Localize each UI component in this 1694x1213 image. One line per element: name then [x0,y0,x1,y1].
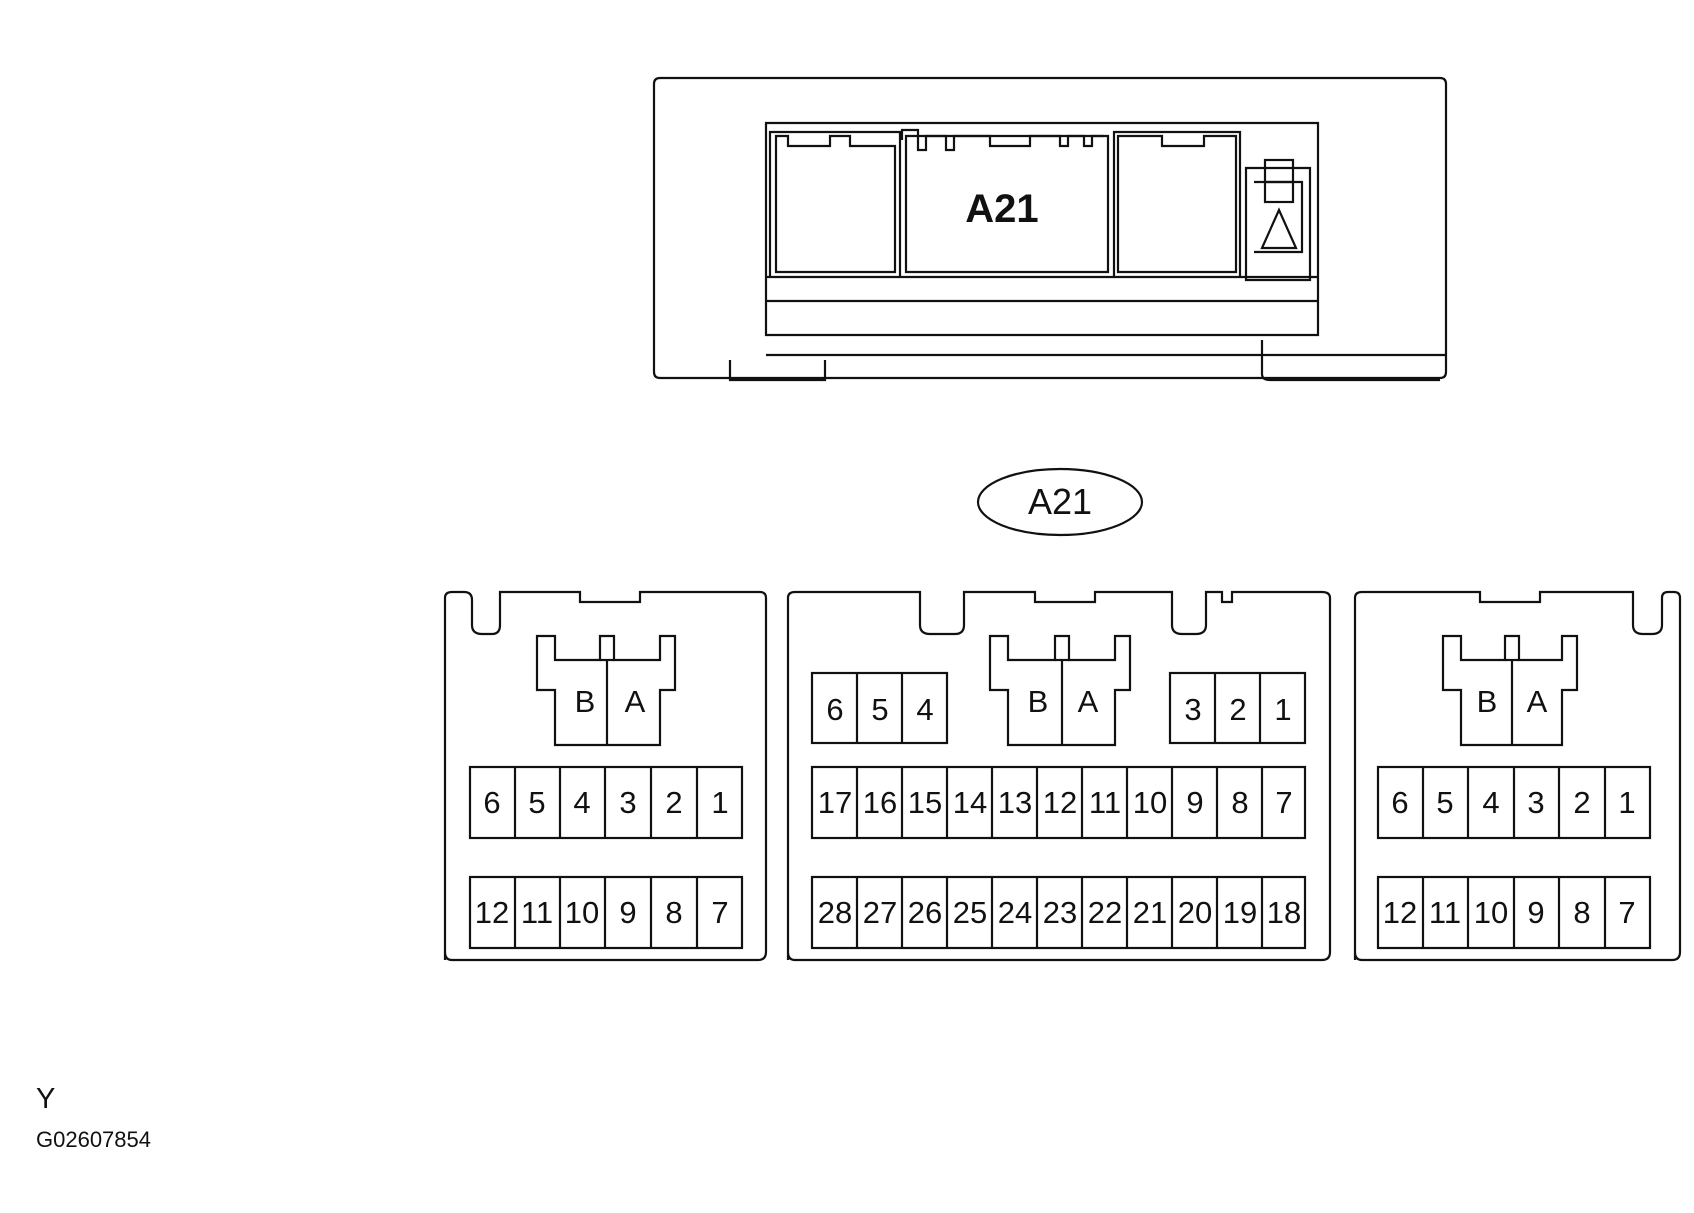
left-row2-pin: 12 [475,895,509,930]
center-row1-pin: 12 [1043,785,1077,820]
left-row2-pin: 8 [665,895,682,930]
center-top-pin: 4 [916,692,933,727]
left-row1-pin: 2 [665,785,682,820]
left-row1-pin: 1 [711,785,728,820]
right-row2-pin: 7 [1618,895,1635,930]
callout-label: A21 [1028,481,1092,522]
ecu-housing [652,76,1448,382]
left-row1-pin: 3 [619,785,636,820]
left-row1-pin: 5 [528,785,545,820]
callout-ellipse [976,467,1144,537]
center-row1-pin: 10 [1133,785,1167,820]
center-top-pin: 5 [871,692,888,727]
center-row2-pin: 26 [908,895,942,930]
center-row1-pin: 17 [818,785,852,820]
left-row2-pin: 9 [619,895,636,930]
center-row2-pin: 24 [998,895,1032,930]
center-row1-pin: 7 [1275,785,1292,820]
center-top-pin: 1 [1274,692,1291,727]
housing-label: A21 [965,187,1038,231]
center-row2-pin: 22 [1088,895,1122,930]
center-row1-pin: 13 [998,785,1032,820]
right-row2: 12 11 10 9 8 7 [1383,895,1636,930]
right-row1-pin: 6 [1391,785,1408,820]
right-pin-B: B [1477,684,1498,719]
right-row1-pin: 4 [1482,785,1499,820]
center-row2-pin: 25 [953,895,987,930]
center-row2: 28 27 26 25 24 23 22 21 20 19 18 [818,895,1301,930]
center-row1-pin: 16 [863,785,897,820]
right-connector-block [1353,590,1682,962]
center-row1: 17 16 15 14 13 12 11 10 9 8 7 [818,785,1293,820]
right-row2-pin: 11 [1429,895,1461,930]
right-row2-pin: 10 [1474,895,1508,930]
center-row2-pin: 20 [1178,895,1212,930]
left-row2-pin: 7 [711,895,728,930]
center-connector-block [786,590,1332,962]
center-row2-pin: 28 [818,895,852,930]
left-pin-B: B [575,684,596,719]
center-top-pin: 3 [1184,692,1201,727]
center-row2-pin: 23 [1043,895,1077,930]
right-row1-pin: 5 [1436,785,1453,820]
center-top-right: 3 2 1 [1184,692,1291,727]
right-row2-pin: 8 [1573,895,1590,930]
left-row2-pin: 11 [521,895,553,930]
center-row1-pin: 14 [953,785,987,820]
left-connector-block [443,590,768,962]
center-top-pin: 2 [1229,692,1246,727]
center-row1-pin: 15 [908,785,942,820]
right-row1: 6 5 4 3 2 1 [1391,785,1635,820]
right-row1-pin: 2 [1573,785,1590,820]
left-row1-pin: 4 [573,785,590,820]
center-row1-pin: 11 [1089,785,1121,820]
center-top-left: 6 5 4 [826,692,933,727]
center-row2-pin: 18 [1267,895,1301,930]
left-row2: 12 11 10 9 8 7 [475,895,729,930]
center-row2-pin: 19 [1223,895,1257,930]
left-row1-pin: 6 [483,785,500,820]
corner-code-label: Y [36,1083,56,1115]
right-pin-A: A [1527,684,1548,719]
left-pin-A: A [625,684,646,719]
right-row1-pin: 3 [1527,785,1544,820]
center-top-pin: 6 [826,692,843,727]
left-row1: 6 5 4 3 2 1 [483,785,728,820]
center-pin-A: A [1078,684,1099,719]
right-row2-pin: 9 [1527,895,1544,930]
center-row1-pin: 8 [1231,785,1248,820]
right-row2-pin: 12 [1383,895,1417,930]
center-row2-pin: 21 [1133,895,1167,930]
figure-id-label: G02607854 [36,1127,151,1152]
center-pin-B: B [1028,684,1049,719]
center-row2-pin: 27 [863,895,897,930]
left-row2-pin: 10 [565,895,599,930]
center-row1-pin: 9 [1186,785,1203,820]
right-row1-pin: 1 [1618,785,1635,820]
